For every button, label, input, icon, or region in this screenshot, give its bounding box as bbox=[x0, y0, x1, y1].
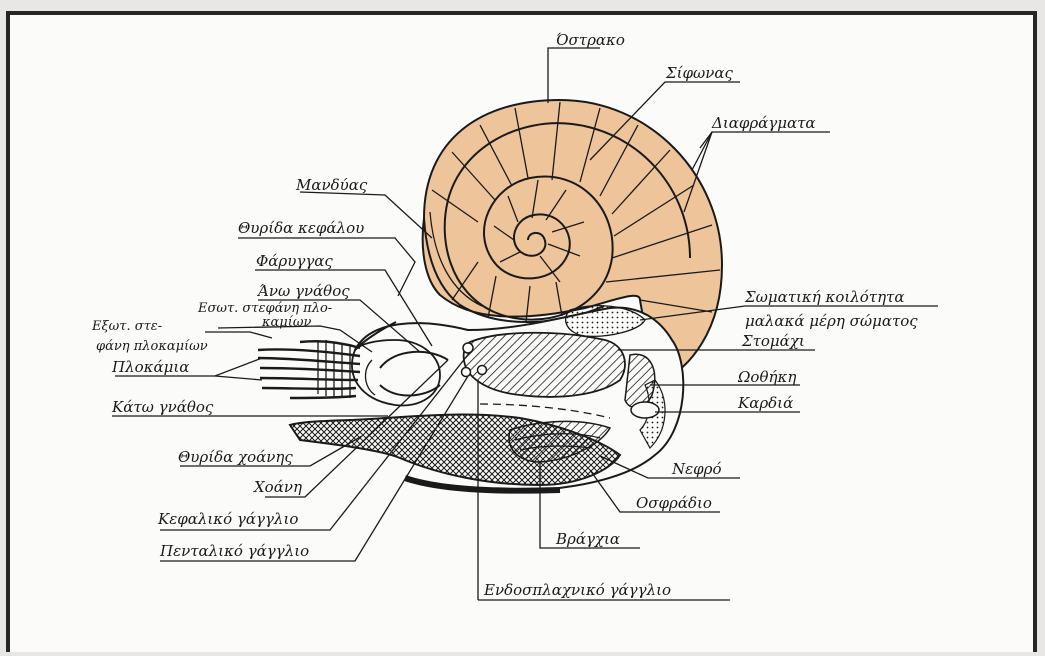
tentacles bbox=[258, 341, 360, 398]
label-soft-parts: μαλακά μέρη σώματος bbox=[745, 312, 918, 330]
label-osphradium: Οσφράδιο bbox=[636, 494, 712, 512]
label-funnel: Χοάνη bbox=[253, 478, 302, 496]
label-head-hood: Θυρίδα κεφάλου bbox=[238, 219, 364, 237]
label-pedal-ganglion: Πενταλικό γάγγλιο bbox=[159, 542, 309, 560]
label-pharynx: Φάρυγγας bbox=[256, 252, 333, 270]
label-body-cavity: Σωματική κοιλότητα bbox=[744, 288, 905, 306]
label-tentacles: Πλοκάμια bbox=[111, 358, 189, 376]
label-inner-tentacle-ring-2: καμίων bbox=[261, 315, 311, 330]
label-upper-jaw: Άνω γνάθος bbox=[256, 282, 350, 300]
label-visceral-ganglion: Ενδοσπλαχνικό γάγγλιο bbox=[483, 581, 671, 599]
label-lower-jaw: Κάτω γνάθος bbox=[111, 398, 214, 416]
label-outer-tentacle-ring-2: φάνη πλοκαμίων bbox=[96, 339, 208, 354]
label-inner-tentacle-ring-1: Εσωτ. στεφάνη πλο- bbox=[197, 301, 332, 316]
heart bbox=[631, 402, 659, 418]
label-outer-tentacle-ring-1: Εξωτ. στε- bbox=[91, 319, 162, 334]
label-kidney: Νεφρό bbox=[671, 460, 722, 478]
label-stomach: Στομάχι bbox=[741, 332, 805, 350]
label-funnel-opening: Θυρίδα χοάνης bbox=[178, 448, 293, 466]
body bbox=[258, 306, 683, 492]
label-siphuncle: Σίφωνας bbox=[665, 64, 733, 82]
label-heart: Καρδιά bbox=[737, 394, 793, 412]
label-cerebral-ganglion: Κεφαλικό γάγγλιο bbox=[157, 510, 298, 528]
label-mantle: Μανδύας bbox=[295, 176, 368, 194]
label-septa: Διαφράγματα bbox=[711, 114, 816, 132]
label-shell: Όστρακο bbox=[556, 31, 625, 49]
label-gills: Βράγχια bbox=[555, 530, 620, 548]
stomach bbox=[464, 333, 625, 397]
label-ovary: Ωοθήκη bbox=[737, 368, 796, 386]
